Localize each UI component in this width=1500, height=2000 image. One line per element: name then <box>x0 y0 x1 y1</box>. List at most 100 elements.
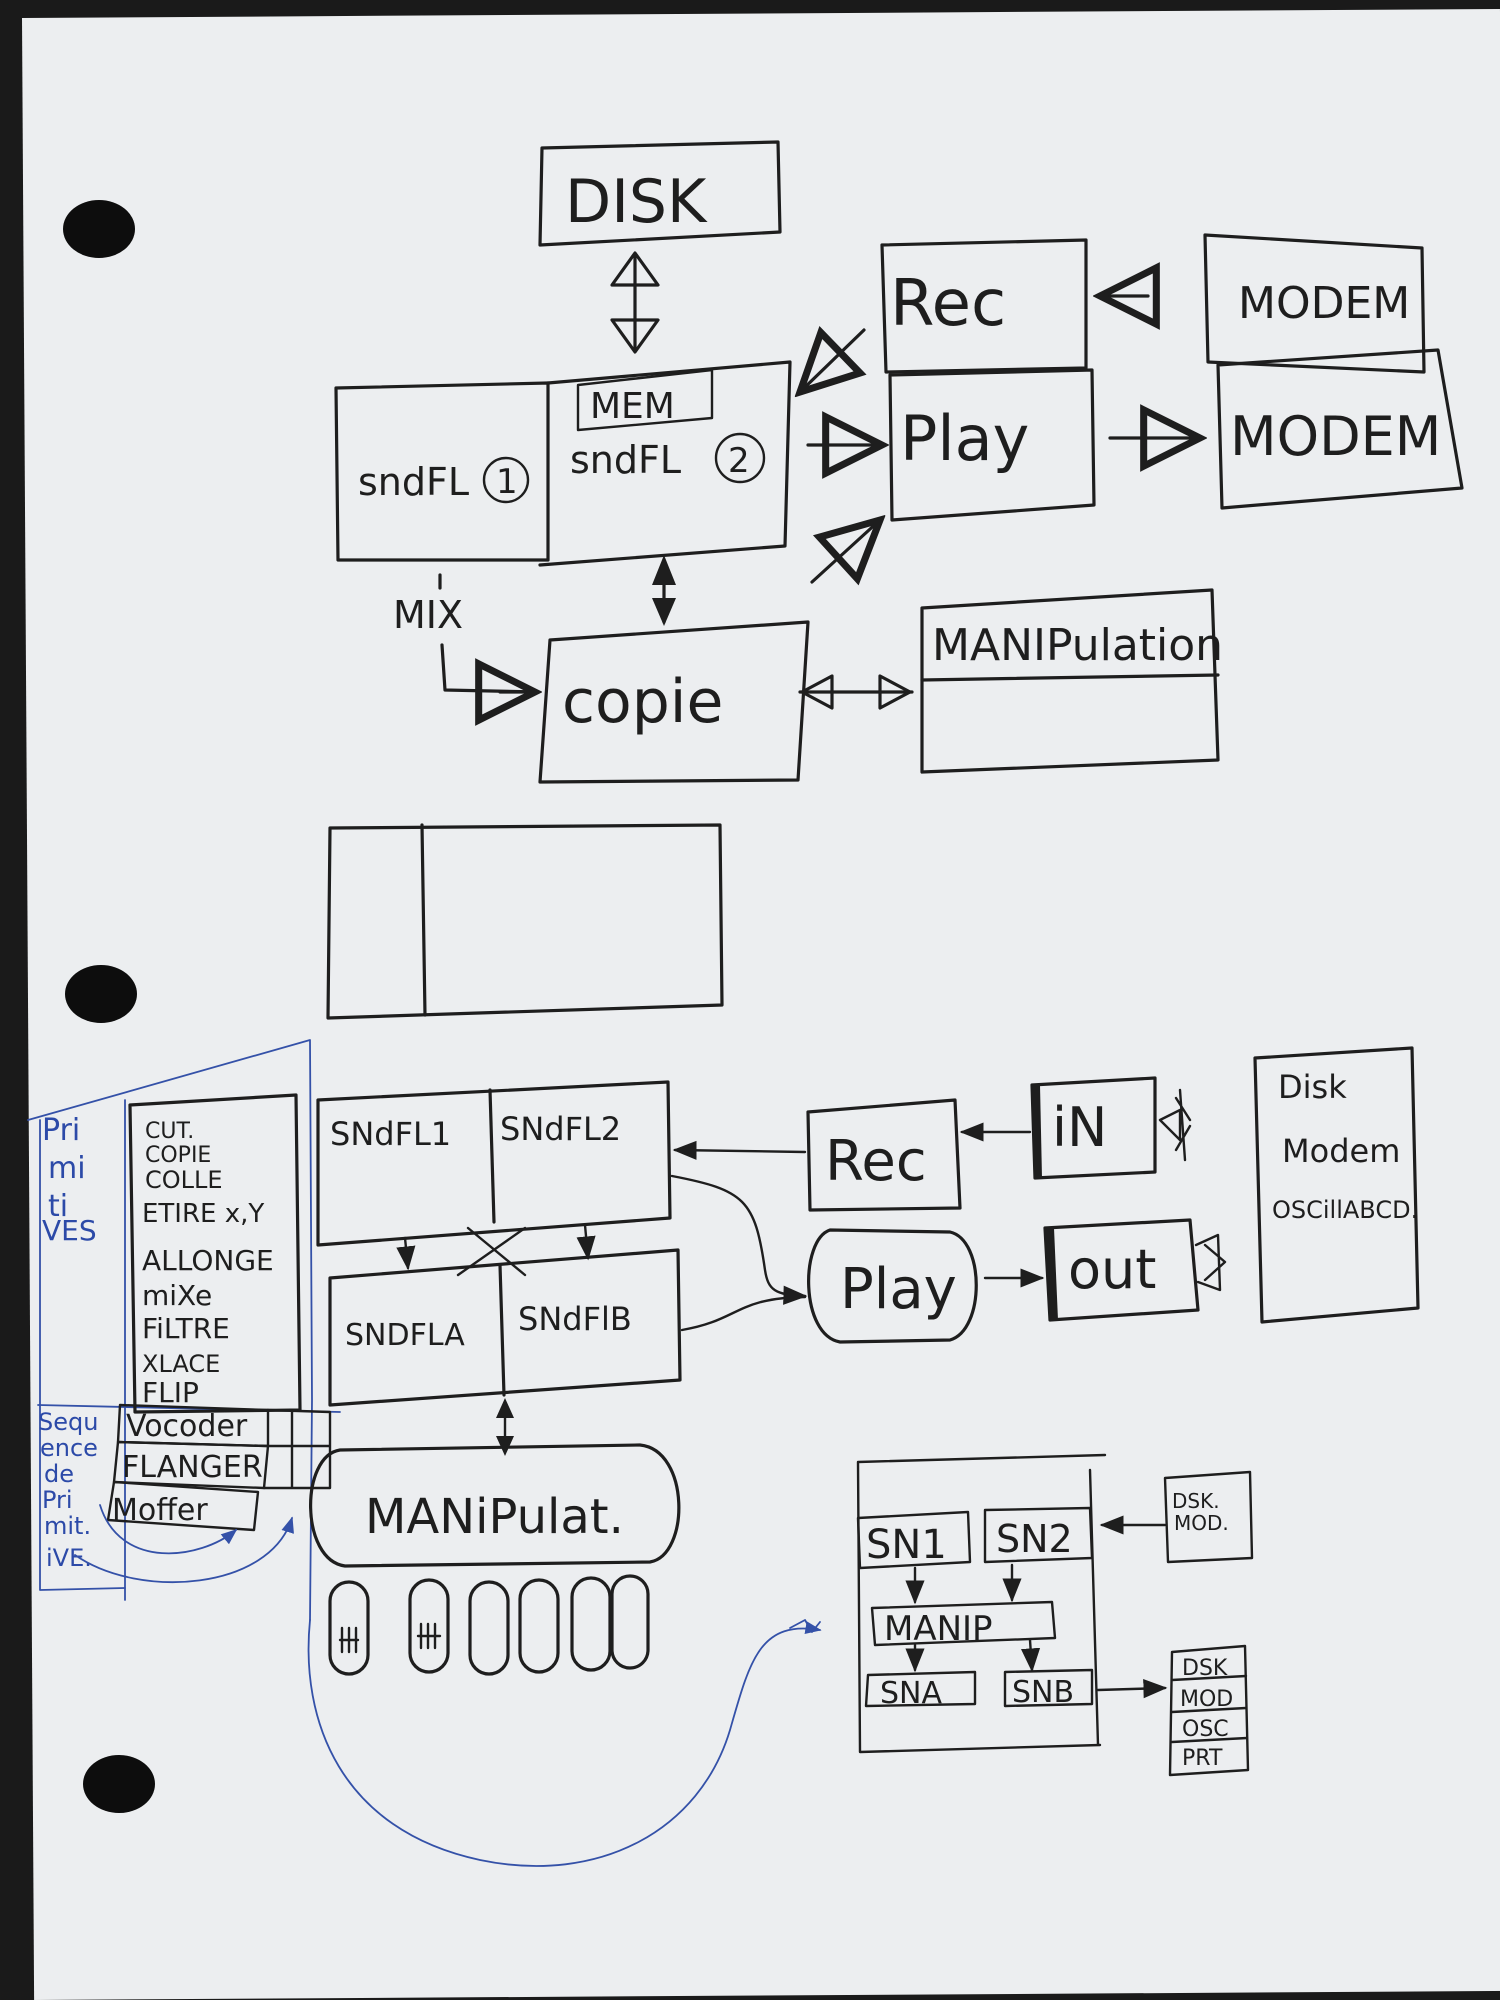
primitive-allonge: ALLONGE <box>142 1244 274 1277</box>
small-manip-box: MANIP <box>870 1600 1057 1649</box>
manipulat-label: MANiPulat. <box>365 1489 624 1545</box>
slot-4 <box>518 1578 560 1674</box>
primitives-label: Pri mi ti VES <box>42 1113 97 1247</box>
sequence-vocoder: Vocoder <box>126 1409 248 1444</box>
sndflb-to-play-curve <box>680 1295 807 1332</box>
punch-hole-middle <box>65 965 137 1023</box>
sndfl1-num: 1 <box>496 462 518 502</box>
small-sn2-box: SN2 <box>983 1506 1094 1564</box>
source-modem: Modem <box>1282 1132 1400 1170</box>
manipulation-box: MANIPulation <box>920 588 1223 774</box>
sources-box: Disk Modem OSCillABCD. <box>1253 1046 1420 1324</box>
sequence-label-6: iVE. <box>46 1544 92 1572</box>
rec-box: Rec <box>880 238 1088 374</box>
small-manip-label: MANIP <box>884 1609 993 1649</box>
sndfl-bottom-row: SNDFLA SNdFlB <box>328 1248 682 1407</box>
primitive-colle: COLLE <box>145 1166 223 1194</box>
modem-top-box: MODEM <box>1203 233 1426 374</box>
slot-6 <box>610 1574 650 1670</box>
sequence-flanger: FLANGER <box>122 1450 263 1485</box>
punch-hole-top <box>63 200 135 258</box>
sequence-label: Sequ ence de Pri mit. iVE. <box>38 1408 98 1572</box>
empty-two-pane-box <box>326 823 724 1020</box>
manip-snb-arrow <box>1020 1638 1041 1673</box>
primitive-mixe: miXe <box>142 1279 212 1312</box>
primitives-label-3: ti <box>48 1189 68 1224</box>
small-in-box: DSK. MOD. <box>1163 1470 1254 1564</box>
sndfl1-circle <box>482 456 530 504</box>
sequence-moffer: Moffer <box>112 1493 208 1528</box>
mem-box: MEM <box>576 368 714 432</box>
copie-manipulation-double-arrow <box>798 674 914 710</box>
sndfl2-circle <box>714 432 766 484</box>
sequence-label-1: Sequ <box>38 1408 98 1436</box>
microphone-icon <box>1158 1088 1192 1162</box>
sndfl-memory-box: sndFL 1 sndFL 2 <box>334 360 792 567</box>
sndfl2-to-play-curve <box>670 1174 808 1305</box>
sndfl2-label: sndFL <box>570 438 681 482</box>
mid-sndfl1-label: SNdFL1 <box>330 1115 451 1153</box>
mid-out-label: out <box>1068 1238 1156 1301</box>
sndfl2-num: 2 <box>728 441 750 481</box>
small-sna-label: SNA <box>880 1676 942 1711</box>
mem-copie-double-arrow <box>652 555 676 626</box>
mid-rec-box: Rec <box>806 1098 962 1212</box>
primitives-list-box: CUT. COPIE COLLE ETIRE x,Y ALLONGE miXe … <box>128 1093 302 1414</box>
blue-connector-tick <box>789 1619 821 1633</box>
small-in-mod: MOD. <box>1174 1511 1229 1535</box>
sequence-label-5: mit. <box>44 1512 91 1540</box>
small-sn1-box: SN1 <box>856 1510 972 1570</box>
mid-in-box: iN <box>1030 1076 1157 1180</box>
blue-connector-to-manip <box>307 1619 822 1867</box>
small-sn1-label: SN1 <box>866 1522 947 1568</box>
primitives-label-2: mi <box>48 1151 86 1186</box>
modem-bottom-label: MODEM <box>1230 405 1441 468</box>
snb-to-out-arrow <box>1096 1679 1168 1699</box>
speaker-icon <box>1194 1233 1227 1292</box>
rec-to-sndfl-arrow <box>672 1140 807 1160</box>
copie-label: copie <box>562 667 723 737</box>
sequence-label-4: Pri <box>42 1486 73 1514</box>
mem-label: MEM <box>590 386 675 427</box>
disk-mem-double-arrow <box>610 251 660 354</box>
manipulat-box: MANiPulat. <box>309 1443 681 1568</box>
slot-2 <box>408 1578 450 1674</box>
primitives-label-4: VES <box>42 1214 97 1247</box>
mid-sndflb-label: SNdFlB <box>518 1300 632 1338</box>
small-snb-label: SNB <box>1012 1675 1074 1710</box>
slot-5 <box>570 1576 612 1672</box>
primitive-xlace: XLACE <box>142 1350 220 1378</box>
mid-rec-label: Rec <box>825 1129 927 1194</box>
punch-hole-bottom <box>83 1755 155 1813</box>
modem-top-label: MODEM <box>1238 278 1410 329</box>
mid-play-label: Play <box>840 1257 957 1322</box>
small-out-prt: PRT <box>1182 1746 1223 1771</box>
mid-play-box: Play <box>807 1228 978 1344</box>
modem-bottom-box: MODEM <box>1216 348 1464 510</box>
small-snb-box: SNB <box>1003 1668 1094 1710</box>
sndfl1-label: sndFL <box>358 460 469 504</box>
mid-sndfl2-label: SNdFL2 <box>500 1110 621 1148</box>
small-in-dsk: DSK. <box>1172 1489 1220 1513</box>
primitives-label-1: Pri <box>42 1113 80 1148</box>
play-box: Play <box>888 368 1096 522</box>
sndfl-top-row: SNdFL1 SNdFL2 <box>316 1080 672 1247</box>
mid-in-label: iN <box>1052 1096 1107 1159</box>
slot-3 <box>468 1580 510 1676</box>
sequence-slots <box>328 1574 650 1676</box>
disk-box: DISK <box>538 140 782 247</box>
play-label: Play <box>900 402 1029 475</box>
sequence-blue-loop <box>99 1504 238 1555</box>
mid-out-box: out <box>1043 1218 1200 1322</box>
sequence-list: Vocoder FLANGER Moffer <box>106 1403 332 1532</box>
rec-label: Rec <box>890 267 1006 341</box>
small-out-dsk: DSK <box>1182 1656 1228 1681</box>
primitive-flip: FLIP <box>142 1376 199 1409</box>
rec-to-mem-arrow <box>800 330 864 392</box>
copie-box: copie <box>538 620 810 784</box>
disk-label: DISK <box>565 167 708 237</box>
small-out-box: DSK MOD OSC PRT <box>1168 1644 1250 1777</box>
small-sn2-label: SN2 <box>996 1517 1073 1561</box>
sequence-label-3: de <box>44 1460 74 1488</box>
